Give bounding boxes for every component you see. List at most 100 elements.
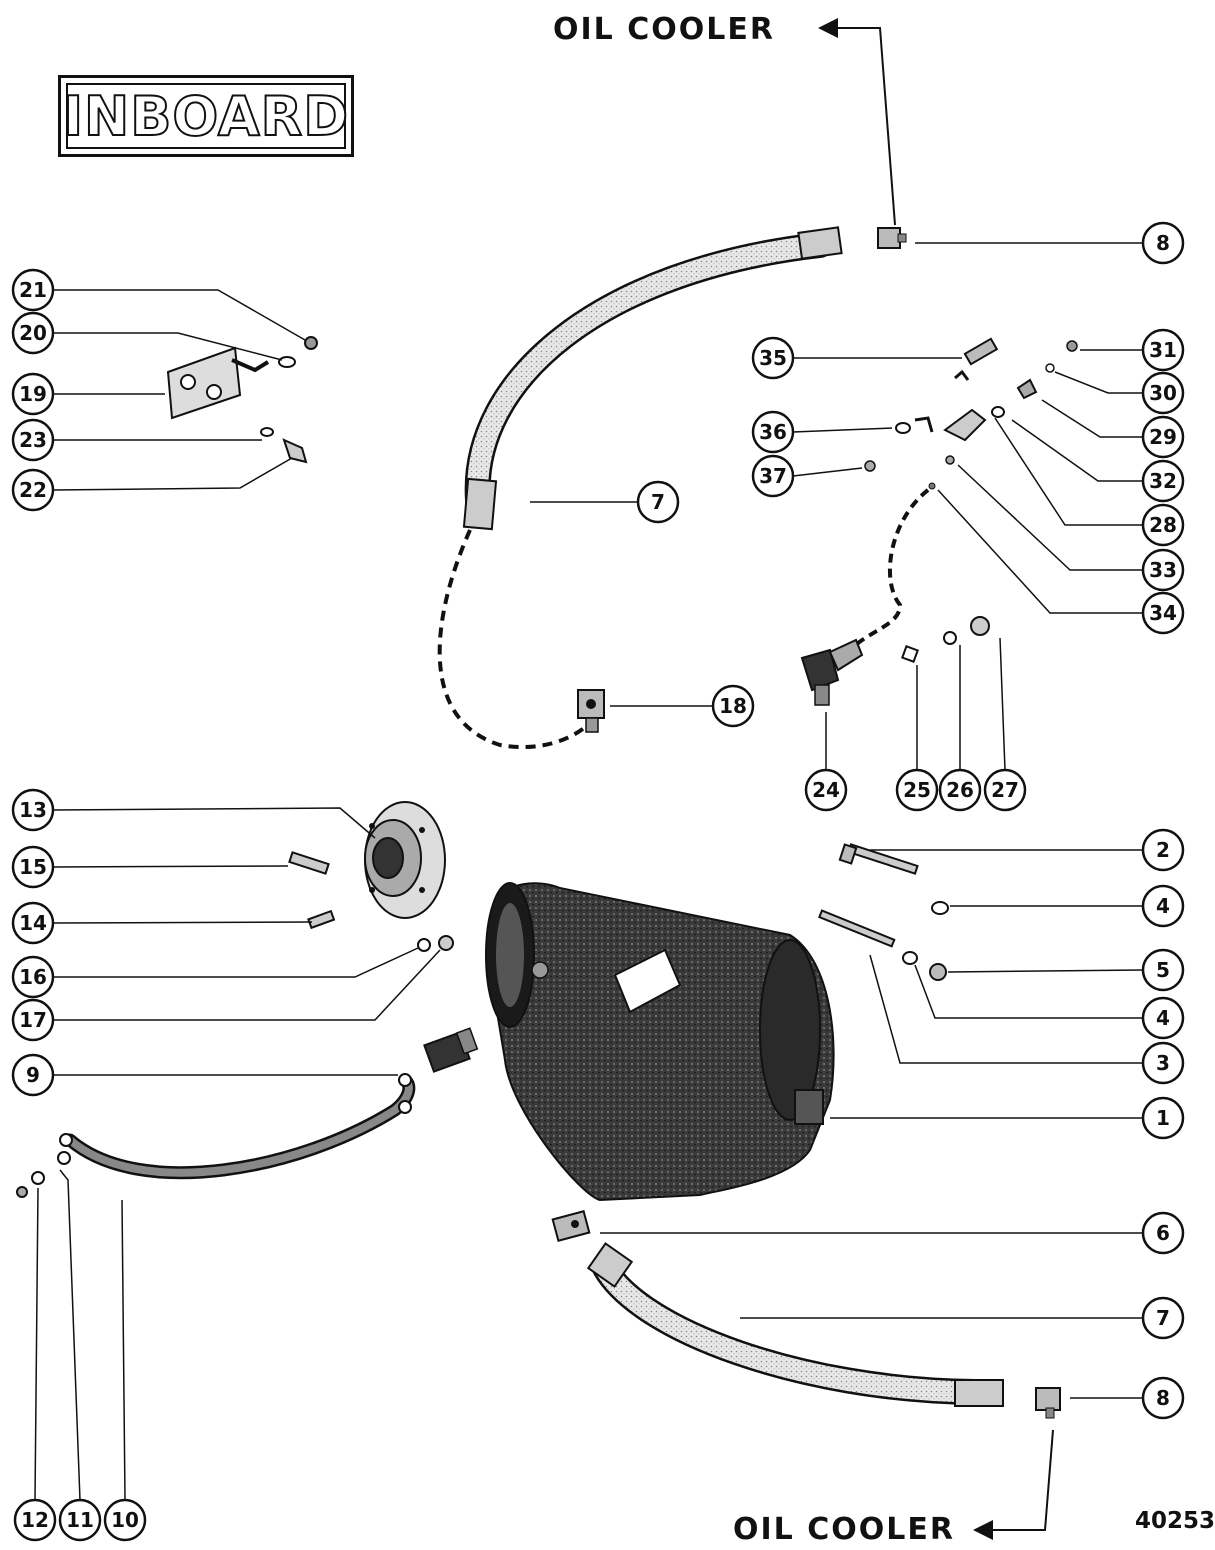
callout-23: 23 [11, 418, 55, 462]
callout-circle [751, 454, 795, 498]
callout-number: 1 [1156, 1106, 1170, 1130]
callout-circle [1141, 328, 1185, 372]
leader-line [52, 807, 376, 839]
fitting-6 [551, 1210, 591, 1242]
switch-9 [423, 1027, 479, 1073]
leader-line [52, 921, 313, 924]
leader-line [937, 489, 1143, 614]
callout-9: 9 [11, 1053, 55, 1097]
callout-30: 30 [1141, 371, 1185, 415]
callout-circle [1141, 548, 1185, 592]
lower-oil-hose [586, 1242, 1004, 1407]
callout-number: 13 [19, 798, 47, 822]
title-box: INBOARD [58, 75, 354, 157]
callout-number: 24 [812, 778, 840, 802]
shift-linkage-assembly [800, 337, 1078, 706]
washer-16 [417, 938, 431, 952]
callout-number: 16 [19, 965, 47, 989]
callout-number: 28 [1149, 513, 1177, 537]
callout-number: 22 [19, 478, 47, 502]
callout-number: 34 [1149, 601, 1177, 625]
output-flange-13 [364, 801, 446, 919]
callout-11: 11 [58, 1498, 102, 1542]
callout-37: 37 [751, 454, 795, 498]
callout-7: 7 [1141, 1296, 1185, 1340]
callout-number: 26 [946, 778, 974, 802]
callout-number: 14 [19, 911, 47, 935]
callout-circle [58, 1498, 102, 1542]
callout-number: 8 [1156, 231, 1170, 255]
callout-number: 20 [19, 321, 47, 345]
callout-number: 12 [21, 1508, 49, 1532]
callout-circle [1141, 1296, 1185, 1340]
transmission-housing-1 [485, 882, 835, 1202]
callout-number: 31 [1149, 338, 1177, 362]
callout-circle [103, 1498, 147, 1542]
callout-circle [1141, 948, 1185, 992]
upper-oil-hose [462, 226, 843, 531]
callout-number: 3 [1156, 1051, 1170, 1075]
callout-4: 4 [1141, 996, 1185, 1040]
callout-circle [1141, 415, 1185, 459]
callout-circle [11, 268, 55, 312]
callout-circle [804, 768, 848, 812]
figure-number: 40253 [1135, 1508, 1215, 1534]
leader-lines [34, 242, 1144, 1501]
callout-8: 8 [1141, 1376, 1185, 1420]
callout-circle [983, 768, 1027, 812]
callout-circle [751, 336, 795, 380]
callout-number: 10 [111, 1508, 139, 1532]
callout-17: 17 [11, 998, 55, 1042]
callout-35: 35 [751, 336, 795, 380]
wire-harness-10 [57, 1073, 416, 1180]
callout-24: 24 [804, 768, 848, 812]
screw-15 [288, 851, 330, 875]
callout-18: 18 [711, 684, 755, 728]
callout-circle [636, 480, 680, 524]
oil-cooler-label-bottom: OIL COOLER [733, 1512, 955, 1547]
leader-line [947, 969, 1144, 973]
fitting-8-bottom [1035, 1387, 1061, 1419]
callout-number: 18 [719, 694, 747, 718]
leader-line [52, 457, 293, 491]
leader-line [1041, 399, 1143, 438]
callout-circle [1141, 1041, 1185, 1085]
callout-number: 5 [1156, 958, 1170, 982]
callout-36: 36 [751, 410, 795, 454]
callout-7: 7 [636, 480, 680, 524]
callout-number: 36 [759, 420, 787, 444]
callout-number: 37 [759, 464, 787, 488]
callout-circle [1141, 828, 1185, 872]
callout-22: 22 [11, 468, 55, 512]
callout-circle [11, 788, 55, 832]
screw-14 [307, 909, 336, 930]
callout-1: 1 [1141, 1096, 1185, 1140]
callout-circle [1141, 459, 1185, 503]
callout-number: 2 [1156, 838, 1170, 862]
nut-12 [16, 1186, 28, 1198]
callout-circle [11, 901, 55, 945]
leader-line [994, 417, 1143, 526]
bolt-2 [838, 843, 919, 875]
callout-circle [1141, 503, 1185, 547]
callout-16: 16 [11, 955, 55, 999]
callout-circle [11, 311, 55, 355]
callout-circle [1141, 221, 1185, 265]
callout-number: 32 [1149, 469, 1177, 493]
callout-8: 8 [1141, 221, 1185, 265]
callout-circle [13, 1498, 57, 1542]
callout-number: 11 [66, 1508, 94, 1532]
callout-circle [895, 768, 939, 812]
oil-cooler-arrow-top [818, 18, 896, 226]
callout-28: 28 [1141, 503, 1185, 547]
callout-number: 6 [1156, 1221, 1170, 1245]
fitting-18 [577, 689, 605, 733]
callout-26: 26 [938, 768, 982, 812]
callout-20: 20 [11, 311, 55, 355]
leader-line [34, 1187, 39, 1501]
callout-10: 10 [103, 1498, 147, 1542]
leader-line [53, 289, 306, 341]
callout-number: 19 [19, 382, 47, 406]
leader-line [121, 1199, 126, 1501]
callout-14: 14 [11, 901, 55, 945]
